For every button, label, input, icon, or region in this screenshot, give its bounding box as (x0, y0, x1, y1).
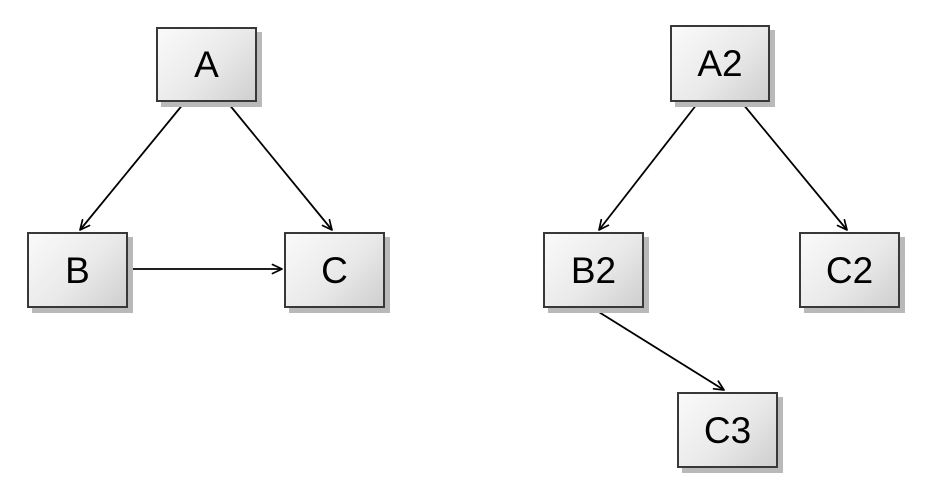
node-label-C: C (321, 249, 348, 291)
node-label-C2: C2 (825, 249, 874, 291)
node-B2: B2 (543, 232, 644, 308)
edge-A2-B2 (598, 103, 698, 231)
node-A2: A2 (670, 25, 770, 102)
node-label-B: B (65, 249, 90, 291)
edge-A-B (79, 102, 185, 231)
node-label-A2: A2 (697, 43, 743, 84)
node-label-C3: C3 (703, 409, 752, 451)
node-B: B (27, 232, 128, 308)
node-A: A (156, 27, 257, 102)
node-C2: C2 (799, 232, 900, 308)
edge-B2-C3 (593, 308, 725, 391)
edge-A2-C2 (742, 103, 848, 231)
node-label-A: A (194, 44, 219, 85)
edge-A-C (227, 102, 333, 231)
node-C3: C3 (677, 392, 778, 468)
node-label-B2: B2 (570, 249, 617, 291)
node-C: C (284, 232, 385, 308)
